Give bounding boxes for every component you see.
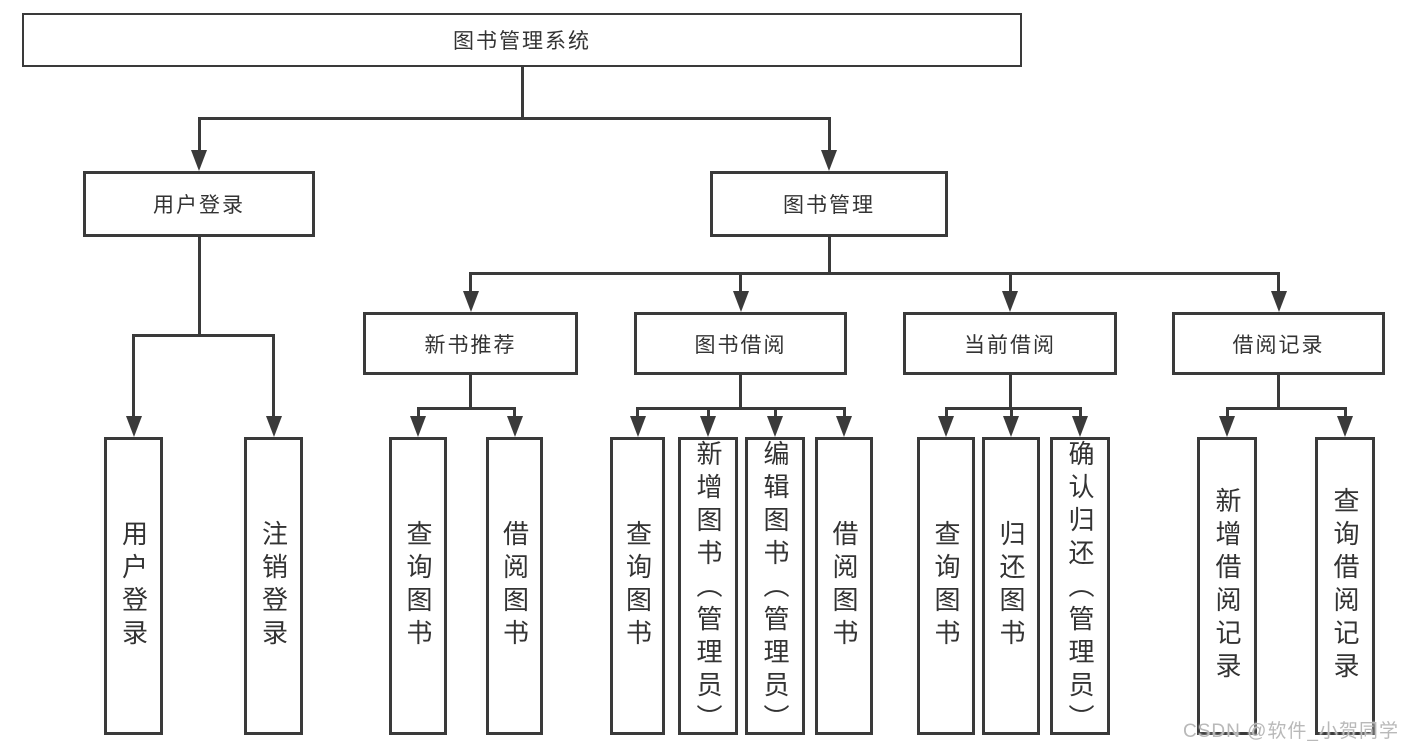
arrow-down-icon [1270,291,1287,312]
node-cb-confirm: 确认归还（管理员） [1050,437,1110,737]
watermark: CSDN @软件_小贺同学 [1183,721,1399,742]
connector-drop-login-logout [272,335,275,422]
node-bb-add: 新增图书（管理员） [678,437,738,737]
connector-drop-bb-borrow [842,408,846,422]
arrow-down-icon [506,416,523,437]
connector-drop-bb-edit [773,408,777,422]
connector-drop-br-query [1343,408,1347,422]
arrow-down-icon [629,416,646,437]
connector-drop-cb-return [1009,408,1013,422]
arrow-down-icon [732,291,749,312]
node-login: 用户登录 [83,171,315,237]
node-new-borrow: 借阅图书 [486,437,543,735]
connector-drop-new-borrow [513,408,516,422]
connector-bus-book-borrow [636,406,846,410]
connector-drop-bb-query [636,408,639,422]
node-bb-borrow: 借阅图书 [815,437,873,735]
connector-drop-new-query [416,408,420,422]
node-new-query: 查询图书 [389,437,447,735]
connector-bus-login [132,333,275,337]
node-root: 图书管理系统 [22,13,1022,67]
connector-stub-current-borrow [1008,375,1012,408]
arrow-down-icon [836,416,852,437]
connector-drop-cb-query [944,408,948,422]
arrow-down-icon [1337,416,1353,437]
node-bb-query: 查询图书 [610,437,665,735]
arrow-down-icon [125,416,142,437]
node-book-borrow: 图书借阅 [634,312,847,375]
node-current-borrow: 当前借阅 [903,312,1117,375]
connector-drop-cb-confirm [1078,408,1082,422]
arrow-down-icon [1002,291,1018,312]
connector-stub-book-borrow [739,375,742,408]
connector-stub-borrow-records [1277,375,1280,408]
arrow-down-icon [1219,416,1235,437]
arrow-down-icon [1072,416,1088,437]
connector-stub-login [197,237,201,335]
arrow-down-icon [938,416,954,437]
connector-bus-new-books [416,406,516,410]
node-cb-query: 查询图书 [917,437,975,735]
node-borrow-records: 借阅记录 [1172,312,1385,375]
connector-stub-mgmt [827,237,831,273]
arrow-down-icon [191,150,207,171]
arrow-down-icon [821,150,837,171]
connector-bus-current-borrow [944,406,1082,410]
arrow-down-icon [700,416,716,437]
connector-drop-bb-add [706,408,710,422]
node-br-add: 新增借阅记录 [1197,437,1257,735]
node-cb-return: 归还图书 [982,437,1040,735]
connector-drop-borrow-records [1277,273,1280,297]
node-mgmt: 图书管理 [710,171,948,237]
arrow-down-icon [265,416,282,437]
arrow-down-icon [767,416,783,437]
node-bb-edit: 编辑图书（管理员） [745,437,805,737]
connector-drop-mgmt [827,118,831,156]
arrow-down-icon [1003,416,1019,437]
connector-drop-book-borrow [739,273,742,297]
connector-drop-new-books [469,273,472,297]
node-br-query: 查询借阅记录 [1315,437,1375,735]
connector-stub-new-books [469,375,472,408]
node-new-books: 新书推荐 [363,312,578,375]
connector-drop-br-add [1225,408,1229,422]
arrow-down-icon [462,291,479,312]
arrow-down-icon [410,416,426,437]
connector-bus-root [197,116,831,120]
connector-drop-login [197,118,201,156]
node-login-logout: 注销登录 [244,437,303,735]
connector-bus-mgmt [469,271,1280,275]
connector-stub-root [520,67,524,118]
connector-bus-borrow-records [1225,406,1347,410]
connector-drop-login-user [132,335,135,422]
connector-drop-current-borrow [1008,273,1012,297]
node-login-user: 用户登录 [104,437,163,735]
